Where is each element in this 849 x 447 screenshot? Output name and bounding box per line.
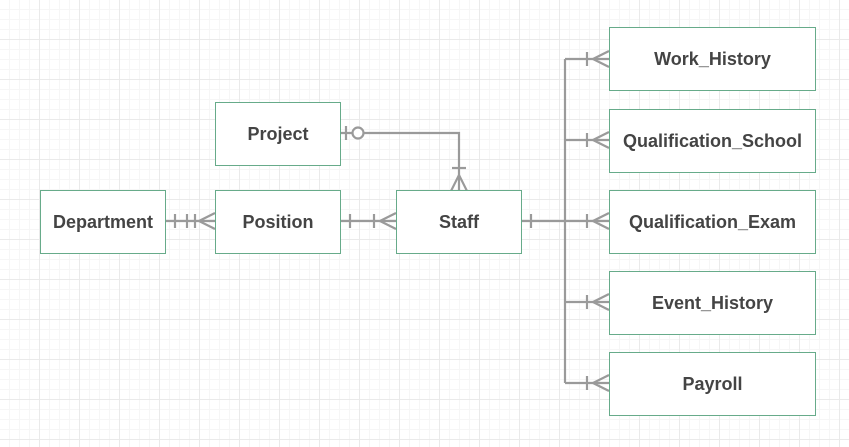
rel-staff-event-history [565, 293, 610, 311]
entity-project[interactable]: Project [215, 102, 341, 166]
entity-label: Payroll [682, 373, 743, 394]
entity-staff[interactable]: Staff [396, 190, 522, 254]
entity-label: Staff [439, 211, 479, 232]
entity-label: Project [247, 123, 309, 144]
rel-staff-payroll [565, 374, 610, 392]
entity-event-history[interactable]: Event_History [609, 271, 816, 335]
entity-label: Event_History [651, 292, 774, 313]
entity-payroll[interactable]: Payroll [609, 352, 816, 416]
rel-staff-trunk [521, 59, 567, 383]
entity-position[interactable]: Position [215, 190, 341, 254]
rel-position-staff [340, 212, 397, 230]
entity-qualification-school[interactable]: Qualification_School [609, 109, 816, 173]
entity-qualification-exam[interactable]: Qualification_Exam [609, 190, 816, 254]
entity-label: Position [242, 211, 314, 232]
entity-label: Qualification_Exam [628, 211, 797, 232]
entity-work-history[interactable]: Work_History [609, 27, 816, 91]
rel-staff-work-history [565, 50, 610, 68]
entity-label: Qualification_School [622, 130, 803, 151]
rel-project-staff [340, 126, 468, 192]
entity-label: Department [52, 211, 154, 232]
entity-label: Work_History [654, 48, 771, 69]
rel-department-position [165, 212, 216, 230]
rel-staff-qualification-school [565, 131, 610, 149]
rel-staff-qualification-exam [565, 212, 610, 230]
entity-department[interactable]: Department [40, 190, 166, 254]
